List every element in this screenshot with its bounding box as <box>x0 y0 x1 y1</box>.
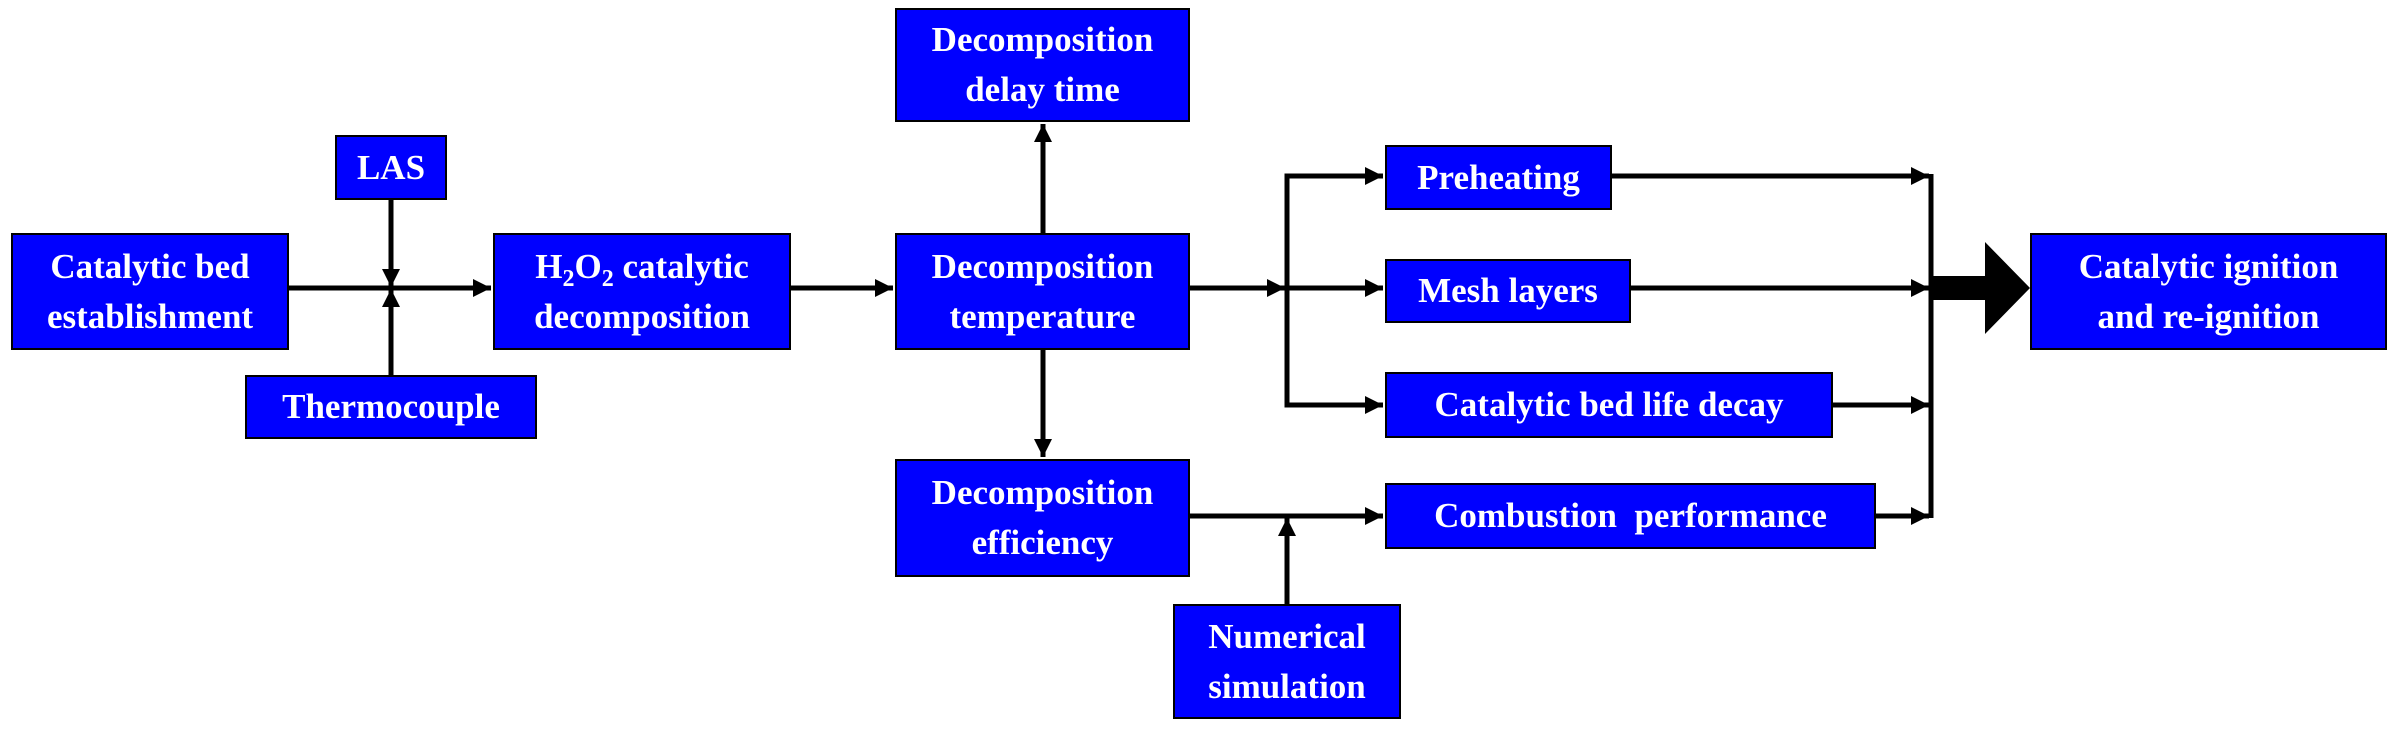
label: Preheating <box>1417 157 1580 197</box>
numerical-simulation-box: Numerical simulation <box>1173 604 1401 719</box>
label: Thermocouple <box>282 387 500 426</box>
label: catalytic <box>613 246 749 286</box>
label: H2O2 catalytic <box>534 242 750 292</box>
label: Mesh layers <box>1418 271 1598 310</box>
label: delay time <box>965 70 1120 109</box>
label: Catalytic bed life decay <box>1434 385 1784 424</box>
catalytic-ignition-box: Catalytic ignition and re-ignition <box>2030 233 2387 350</box>
decomposition-temperature-box: Decomposition temperature <box>895 233 1190 350</box>
mesh-layers-box: Mesh layers <box>1385 259 1631 323</box>
label: O <box>574 246 602 286</box>
catalytic-bed-establishment-box: Catalytic bed establishment <box>11 233 289 350</box>
label: 2 <box>562 265 575 292</box>
label: Catalytic bed <box>50 246 250 286</box>
label: H <box>535 246 563 286</box>
big-arrow-to-ignition <box>1933 242 2030 334</box>
las-box: LAS <box>335 135 447 200</box>
label: Decomposition <box>931 473 1154 512</box>
label: Decomposition <box>931 246 1154 286</box>
preheating-box: Preheating <box>1385 145 1612 210</box>
combustion-performance-box: Combustion performance <box>1385 483 1876 549</box>
label: Catalytic ignition <box>2078 246 2339 286</box>
label: LAS <box>356 147 426 187</box>
label: simulation <box>1208 666 1366 706</box>
label: Decomposition <box>931 20 1154 59</box>
thermocouple-box: Thermocouple <box>245 375 537 439</box>
decomposition-delay-time-box: Decomposition delay time <box>895 8 1190 122</box>
label: temperature <box>949 296 1136 336</box>
catalytic-bed-life-decay-box: Catalytic bed life decay <box>1385 372 1833 438</box>
label: establishment <box>46 296 254 336</box>
label: 2 <box>601 265 614 292</box>
label: and re-ignition <box>2097 296 2320 336</box>
decomposition-efficiency-box: Decomposition efficiency <box>895 459 1190 577</box>
label: efficiency <box>971 523 1114 562</box>
label: Combustion performance <box>1434 496 1827 535</box>
label: Numerical <box>1208 616 1366 656</box>
label: decomposition <box>534 296 750 336</box>
